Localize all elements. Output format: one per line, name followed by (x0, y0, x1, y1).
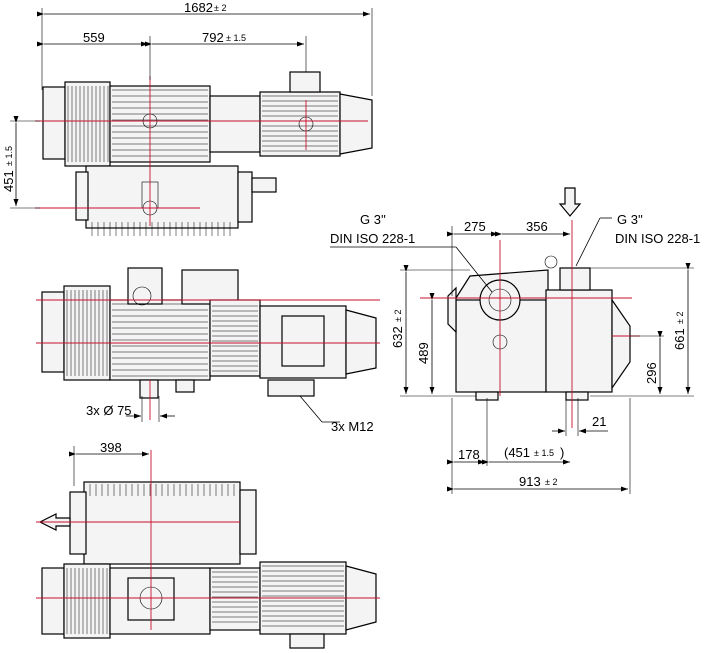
outlet-standard-label: DIN ISO 228-1 (615, 231, 700, 246)
dim-792: 792 (202, 30, 224, 45)
top-fin-stack-left (64, 81, 111, 167)
side-coupling (209, 299, 261, 377)
dim-178: 178 (458, 447, 480, 462)
dim-275: 275 (464, 219, 486, 234)
top-tank-cap (75, 171, 89, 221)
top-coupling (209, 95, 261, 153)
bottom-tank-end (239, 489, 257, 555)
front-view (420, 187, 640, 428)
outlet-leader (575, 217, 601, 267)
side-terminal-box (281, 315, 325, 367)
dim-356: 356 (526, 219, 548, 234)
side-foot-2 (175, 379, 195, 393)
dim-661-tol: ± 2 (675, 312, 685, 324)
front-foot-right (565, 391, 589, 401)
bottom-tank-cap (69, 491, 87, 555)
dim-661: 661 (672, 328, 687, 350)
top-oil-tank (85, 165, 239, 229)
inlet-thread-label: G 3'' (360, 212, 386, 227)
top-terminal-box (289, 71, 321, 93)
front-oil-tank (545, 289, 613, 393)
top-inlet-flange (42, 86, 66, 160)
dim-489: 489 (416, 342, 431, 364)
side-view (36, 267, 380, 420)
dim-451-paren-close: ) (560, 445, 564, 460)
top-dimensions: 1682 ± 2 559 792 ± 1.5 451 ± 1.5 (1, 0, 373, 209)
dim-451-paren-tol: ± 1.5 (534, 448, 554, 458)
side-inlet-flange (41, 291, 65, 373)
dim-398: 398 (100, 440, 122, 455)
dim-21: 21 (592, 414, 606, 429)
outlet-thread-label: G 3'' (617, 212, 643, 227)
leader-m12 (299, 395, 323, 423)
front-side-plate (447, 286, 457, 334)
inlet-standard-label: DIN ISO 228-1 (330, 231, 415, 246)
dim-451-paren: (451 (504, 445, 530, 460)
inlet-leader (455, 246, 493, 293)
dim-451-side-tol: ± 1.5 (4, 146, 14, 166)
front-outlet-block (559, 267, 591, 291)
dim-913-tol: ± 2 (545, 477, 557, 487)
top-view (35, 71, 373, 236)
dim-632: 632 (390, 326, 405, 348)
side-foot-1 (139, 379, 159, 399)
dim-holes: 3x Ø 75 (86, 403, 132, 418)
side-fan-cover (345, 309, 377, 375)
top-outlet-stub (251, 177, 277, 193)
front-tank-end (611, 298, 631, 390)
bottom-dimensions: 398 (69, 440, 149, 486)
side-inlet-port (132, 286, 152, 306)
top-fan-cover (339, 93, 373, 155)
dim-threads: 3x M12 (331, 419, 374, 434)
bottom-coupling (209, 567, 261, 631)
side-top-block (181, 269, 239, 305)
front-inlet-arrow (558, 187, 582, 217)
top-motor (259, 91, 341, 157)
top-pump-body (109, 85, 211, 163)
side-foot-rail (267, 379, 315, 397)
front-lifting-eye (544, 255, 558, 269)
side-dimensions: 3x Ø 75 3x M12 (86, 395, 374, 434)
top-tank-end (237, 171, 253, 223)
bottom-inlet-flange (41, 567, 65, 635)
side-inlet-housing (127, 267, 163, 305)
dim-1682: 1682 (184, 0, 213, 15)
dim-913: 913 (519, 474, 541, 489)
dim-1682-tol: ± 2 (214, 3, 226, 13)
bottom-view (36, 450, 380, 649)
front-dimensions: 275 356 G 3'' DIN ISO 228-1 G 3'' DIN IS… (330, 212, 700, 494)
dim-296: 296 (644, 362, 659, 384)
dim-559: 559 (83, 30, 105, 45)
bottom-terminal-box (289, 633, 325, 649)
dim-632-tol: ± 2 (393, 310, 403, 322)
dim-792-tol: ± 1.5 (226, 33, 246, 43)
dim-451-side: 451 (1, 170, 16, 192)
